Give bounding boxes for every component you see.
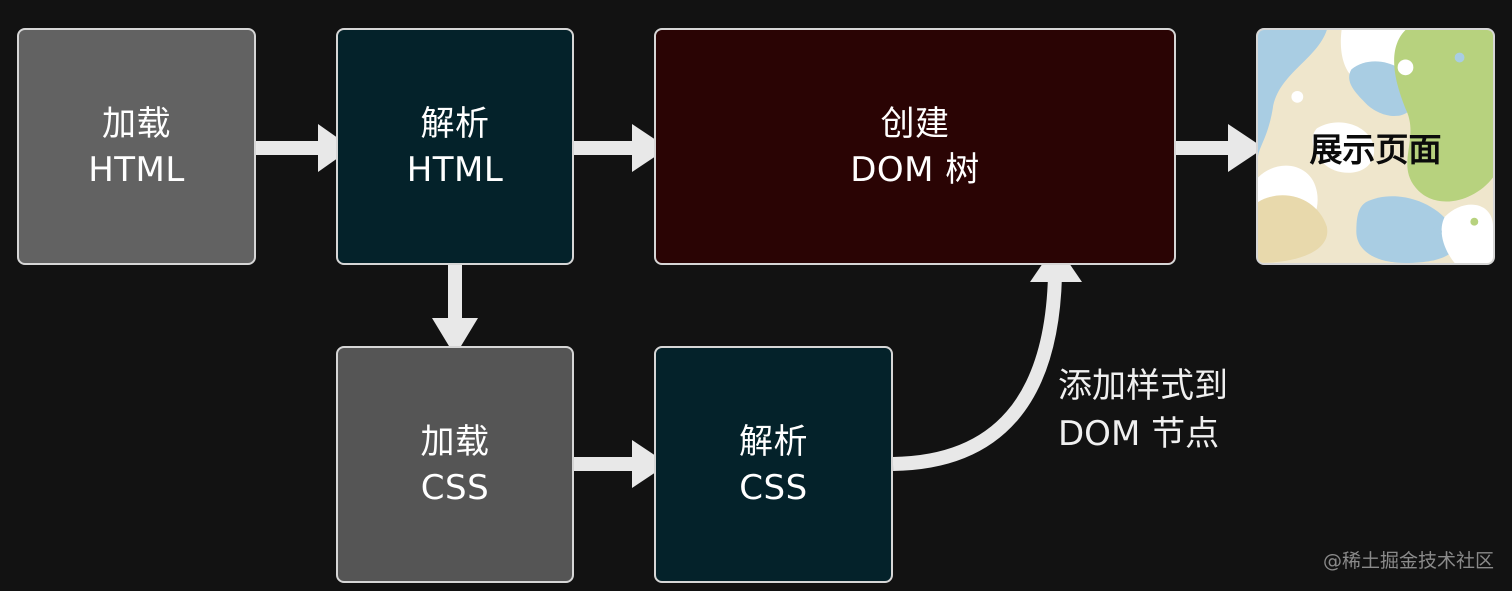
node-load-html-line2: HTML: [88, 149, 185, 190]
node-show-page-label: 展示页面: [1309, 129, 1442, 169]
arrow-parse-html-to-load-css: [432, 264, 478, 356]
node-create-dom: 创建 DOM 树: [654, 28, 1176, 265]
node-load-css: 加载 CSS: [336, 346, 574, 583]
node-load-css-line2: CSS: [420, 467, 490, 508]
arrow-create-dom-to-show-page: [1176, 124, 1264, 172]
node-load-html: 加载 HTML: [17, 28, 256, 265]
node-parse-css-line2: CSS: [739, 467, 808, 508]
node-create-dom-line2: DOM 树: [850, 149, 980, 190]
watermark: @稀土掘金技术社区: [1322, 550, 1494, 572]
node-load-html-line1: 加载: [102, 103, 171, 144]
node-parse-css-line1: 解析: [739, 421, 808, 462]
node-show-page: 展示页面: [1256, 28, 1495, 265]
node-parse-html-line2: HTML: [406, 149, 504, 190]
node-create-dom-line1: 创建: [880, 103, 950, 144]
edge-label-line2: DOM 节点: [1058, 414, 1220, 454]
arrow-load-css-to-parse-css: [573, 440, 668, 488]
arrow-parse-html-to-create-dom: [574, 124, 668, 172]
arrow-load-html-to-parse-html: [256, 124, 352, 172]
node-parse-html-line1: 解析: [420, 103, 490, 144]
page-preview-pattern: [1258, 30, 1493, 263]
node-parse-html: 解析 HTML: [336, 28, 574, 265]
edge-label-line1: 添加样式到: [1058, 366, 1228, 406]
node-parse-css: 解析 CSS: [654, 346, 893, 583]
edge-label-add-styles: 添加样式到 DOM 节点: [1058, 362, 1258, 458]
node-load-css-line1: 加载: [420, 421, 490, 462]
